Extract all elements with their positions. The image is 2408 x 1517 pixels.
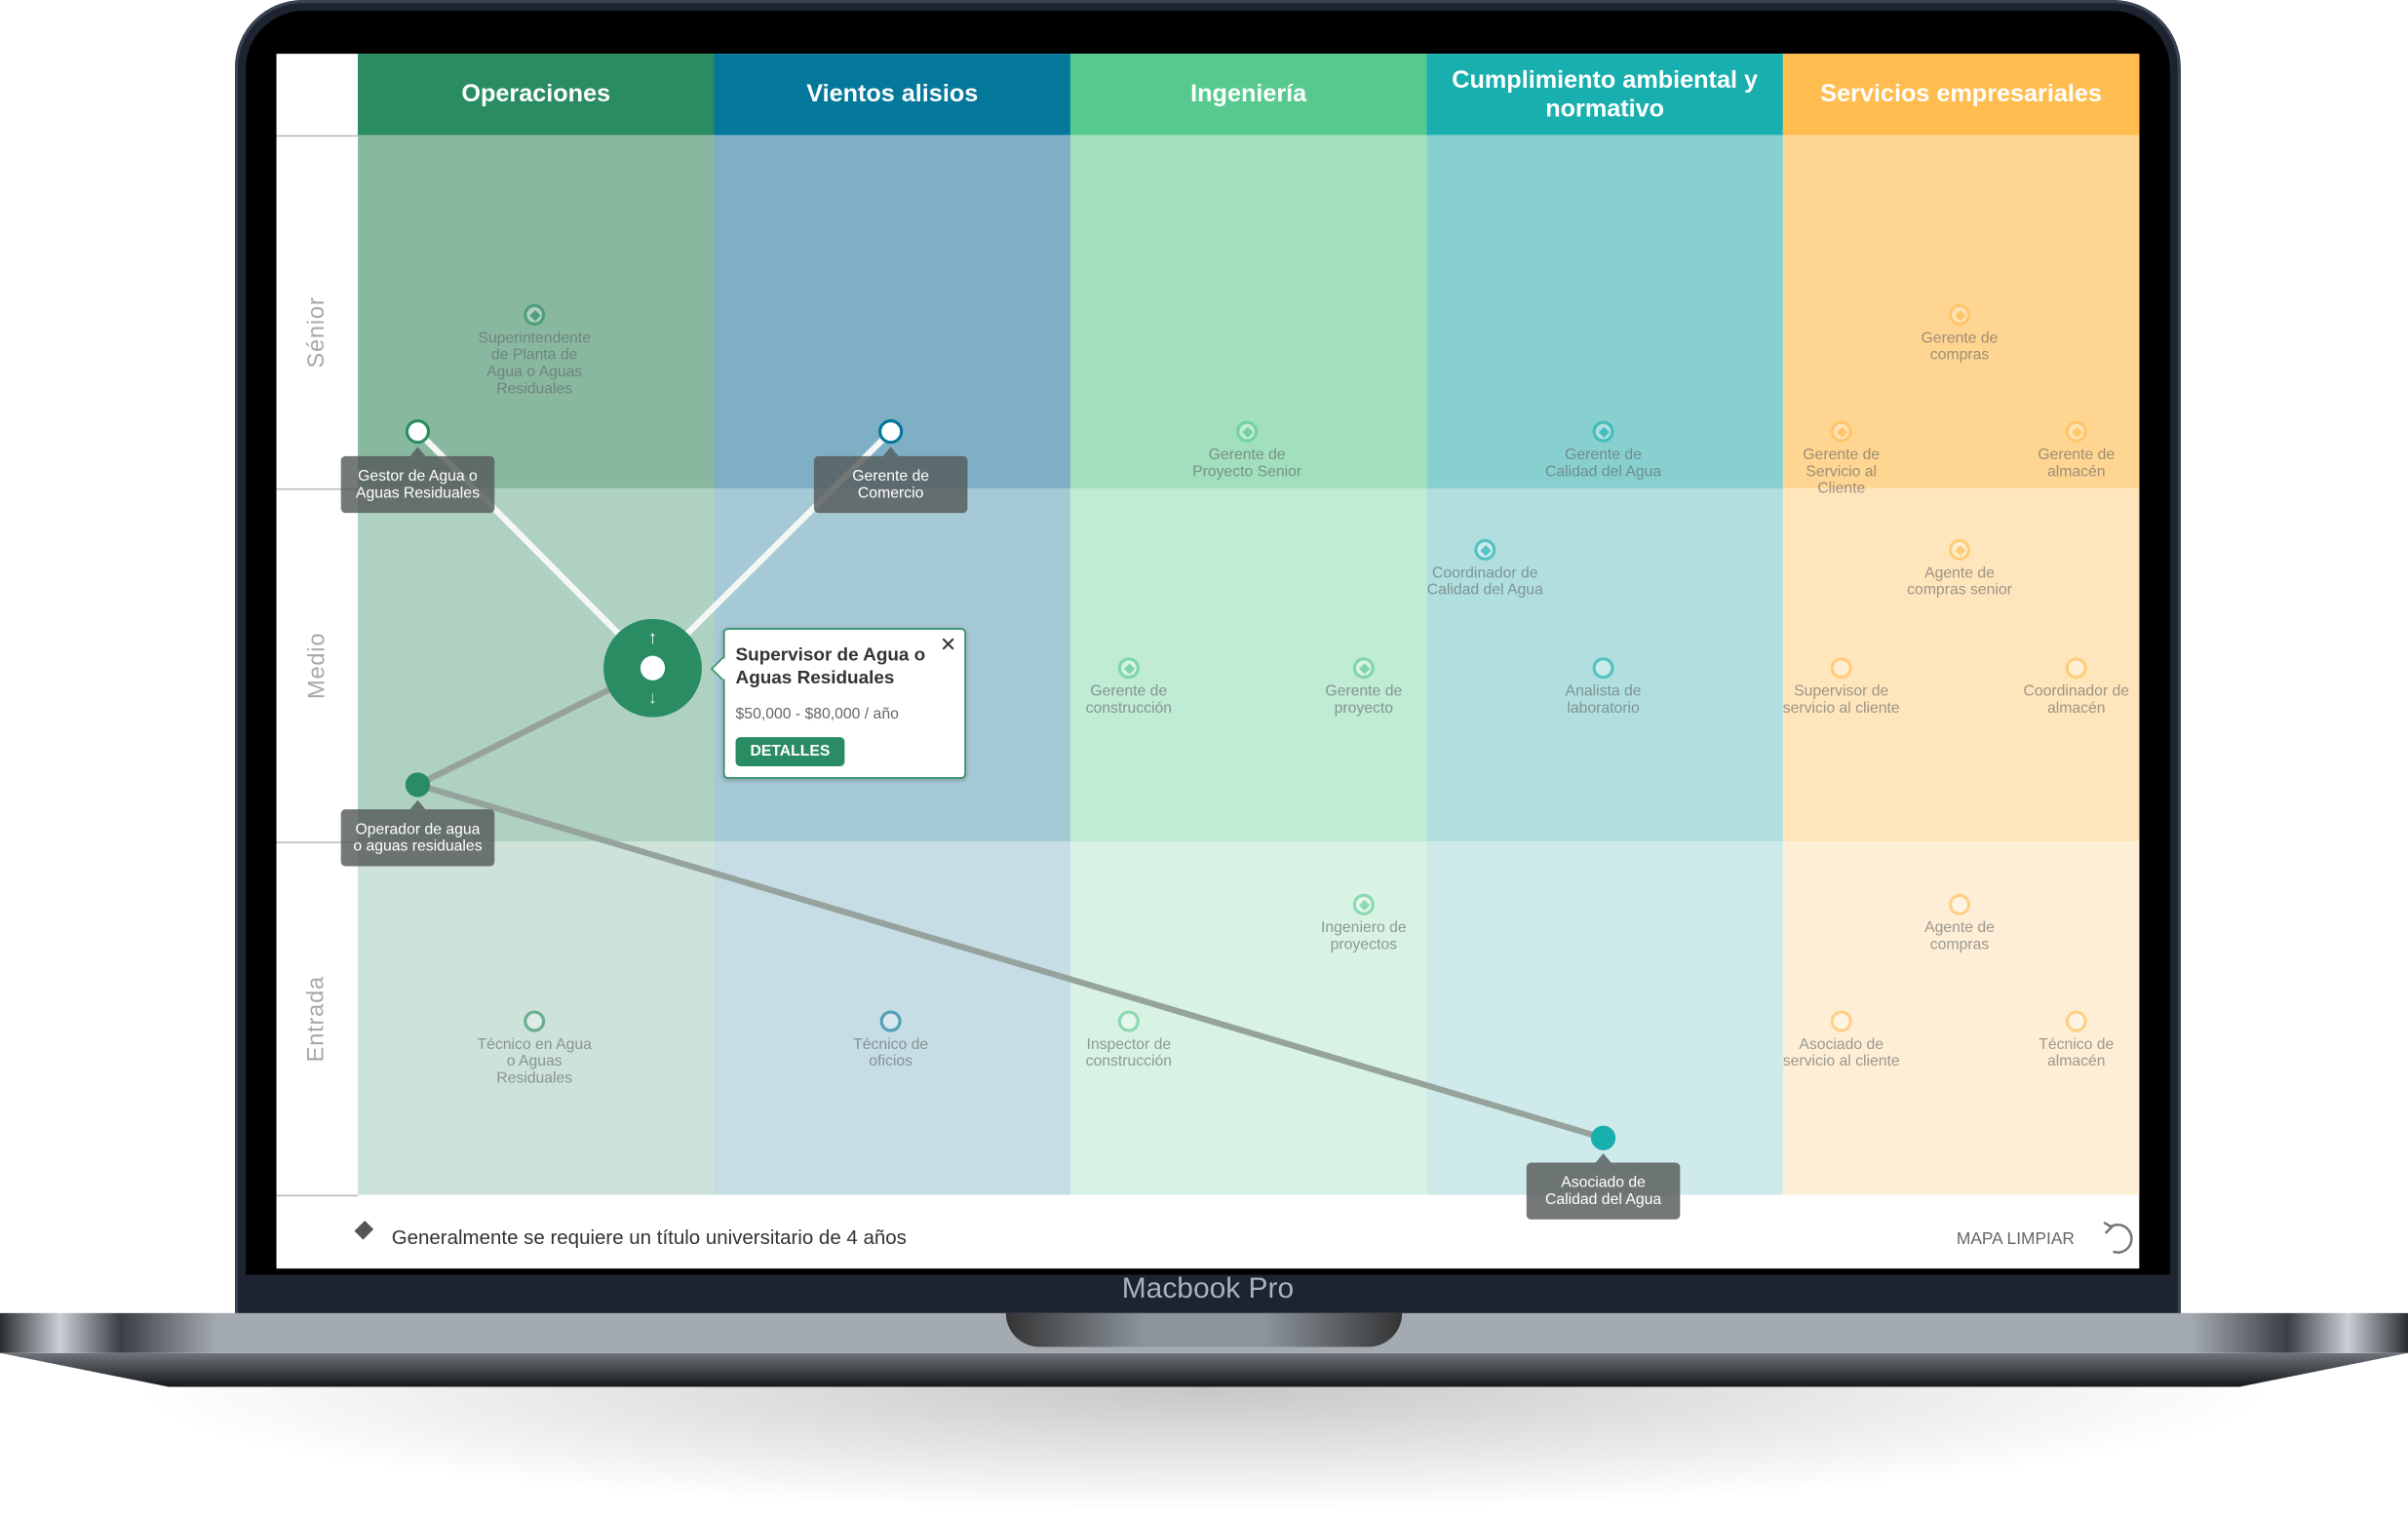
role-node-label[interactable]: Analista de laboratorio xyxy=(1565,682,1642,718)
degree-diamond-icon xyxy=(1598,426,1610,439)
degree-diamond-icon xyxy=(1955,310,1966,322)
role-node-label[interactable]: Supervisor de servicio al cliente xyxy=(1782,682,1900,718)
role-node[interactable] xyxy=(1592,657,1614,680)
degree-diamond-icon xyxy=(1836,426,1848,439)
role-node-label[interactable]: Superintendente de Planta de Agua o Agua… xyxy=(478,330,592,398)
path-line xyxy=(416,781,1605,1142)
role-node[interactable] xyxy=(1949,893,1971,915)
degree-diamond-icon xyxy=(1955,545,1966,557)
column-header-ingenieria: Ingeniería xyxy=(1069,54,1427,136)
degree-diamond-icon xyxy=(1359,663,1371,675)
role-node[interactable] xyxy=(1352,657,1375,680)
column-header-vientos-alisios: Vientos alisios xyxy=(714,54,1070,136)
role-tooltip: Supervisor de Agua o Aguas Residuales ✕ … xyxy=(722,628,966,779)
role-node-label[interactable]: Inspector de construcción xyxy=(1085,1036,1173,1070)
role-node-label[interactable]: Gerente de Proyecto Senior xyxy=(1192,447,1302,482)
role-node-label[interactable]: Ingeniero de proyectos xyxy=(1321,919,1407,954)
degree-diamond-icon xyxy=(1124,663,1136,675)
role-node-label[interactable]: Técnico de almacén xyxy=(2039,1036,2115,1070)
role-node-label[interactable]: Gerente de almacén xyxy=(2038,447,2116,482)
row-divider xyxy=(276,1194,359,1197)
role-node[interactable] xyxy=(524,303,546,326)
column-header-cumplimiento: Cumplimiento ambiental y normativo xyxy=(1426,54,1783,136)
legend-text: Generalmente se requiere un título unive… xyxy=(391,1225,907,1249)
role-node[interactable] xyxy=(1474,538,1496,561)
role-node-label[interactable]: Gerente de compras xyxy=(1921,330,1999,365)
role-node-label[interactable]: Agente de compras xyxy=(1924,919,1995,954)
role-node[interactable] xyxy=(2065,420,2087,443)
role-node[interactable] xyxy=(1949,538,1971,561)
tooltip-title: Supervisor de Agua o Aguas Residuales xyxy=(735,643,926,688)
role-node-label[interactable]: Asociado de servicio al cliente xyxy=(1782,1036,1900,1070)
current-role-node[interactable]: ↑ ↓ xyxy=(603,618,702,718)
clear-map-button[interactable]: MAPA LIMPIAR xyxy=(1956,1229,2075,1249)
role-node[interactable] xyxy=(1117,657,1140,680)
device-shadow xyxy=(123,1374,2285,1513)
degree-diamond-icon xyxy=(2071,426,2083,439)
role-node[interactable] xyxy=(1590,1125,1616,1150)
role-node[interactable] xyxy=(1830,1010,1852,1032)
row-divider xyxy=(276,135,359,137)
degree-diamond-icon xyxy=(529,310,541,322)
role-node[interactable] xyxy=(1830,420,1852,443)
role-node-label[interactable]: Gerente de Comercio xyxy=(813,447,968,514)
degree-diamond-icon xyxy=(1242,426,1254,439)
role-node-label[interactable]: Coordinador de Calidad del Agua xyxy=(1426,564,1543,600)
arrow-down-icon[interactable]: ↓ xyxy=(647,686,658,709)
role-node[interactable] xyxy=(1117,1010,1140,1032)
role-node[interactable] xyxy=(1352,893,1375,915)
role-node-label[interactable]: Gestor de Agua o Aguas Residuales xyxy=(340,447,495,514)
role-node[interactable] xyxy=(1592,420,1614,443)
laptop-base-bottom xyxy=(0,1352,2408,1387)
device-label: Macbook Pro xyxy=(1121,1272,1295,1305)
role-node-label[interactable]: Gerente de proyecto xyxy=(1325,682,1403,718)
role-node[interactable] xyxy=(879,1010,902,1032)
column-header-operaciones: Operaciones xyxy=(358,54,715,136)
role-node[interactable] xyxy=(405,419,431,445)
current-dot xyxy=(640,655,666,681)
role-node-label[interactable]: Coordinador de almacén xyxy=(2023,682,2130,718)
degree-diamond-icon xyxy=(1359,900,1371,912)
role-node[interactable] xyxy=(2065,657,2087,680)
role-node[interactable] xyxy=(524,1010,546,1032)
row-divider xyxy=(276,487,359,490)
role-node-label[interactable]: Asociado de Calidad del Agua xyxy=(1526,1153,1681,1220)
laptop-notch xyxy=(1005,1312,1403,1347)
column-header-servicios: Servicios empresariales xyxy=(1782,54,2140,136)
role-node[interactable] xyxy=(1949,303,1971,326)
role-node-label[interactable]: Agente de compras senior xyxy=(1907,564,2012,600)
role-node-label[interactable]: Operador de agua o aguas residuales xyxy=(340,799,495,867)
role-node-label[interactable]: Gerente de Servicio al Cliente xyxy=(1803,447,1881,498)
role-node[interactable] xyxy=(1236,420,1259,443)
role-node-label[interactable]: Gerente de construcción xyxy=(1085,682,1173,718)
role-node-label[interactable]: Técnico en Agua o Aguas Residuales xyxy=(477,1036,592,1088)
career-map-screen: Operaciones Vientos alisios Ingeniería C… xyxy=(276,54,2141,1269)
arrow-up-icon[interactable]: ↑ xyxy=(647,626,658,648)
row-divider xyxy=(276,841,359,843)
details-button[interactable]: DETALLES xyxy=(735,737,845,767)
close-icon[interactable]: ✕ xyxy=(940,633,957,656)
undo-icon[interactable] xyxy=(2101,1218,2141,1258)
degree-diamond-icon xyxy=(1480,545,1492,557)
tooltip-salary: $50,000 - $80,000 / año xyxy=(735,706,899,723)
role-node[interactable] xyxy=(1830,657,1852,680)
role-node-label[interactable]: Técnico de oficios xyxy=(853,1036,929,1070)
role-node-label[interactable]: Gerente de Calidad del Agua xyxy=(1545,447,1662,482)
role-node[interactable] xyxy=(405,772,431,797)
role-node[interactable] xyxy=(2065,1010,2087,1032)
role-node[interactable] xyxy=(878,419,904,445)
